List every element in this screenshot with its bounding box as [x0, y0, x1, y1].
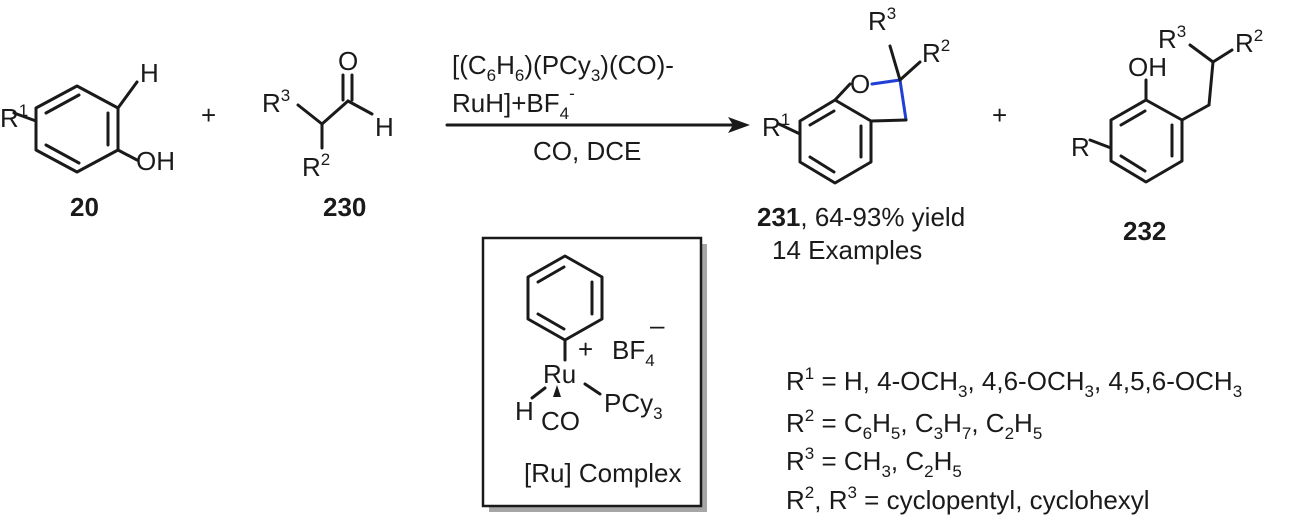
pcy3-label: PCy3 — [604, 388, 663, 423]
double-bond — [1119, 154, 1147, 173]
oh-label: OH — [1128, 52, 1167, 82]
r3-label: R3 — [868, 4, 896, 36]
compound-232-label: 232 — [1123, 216, 1166, 246]
double-bond — [536, 312, 566, 331]
c-c-bond — [296, 103, 324, 126]
double-bond — [808, 109, 836, 127]
examples-label: 14 Examples — [772, 235, 922, 265]
c-c-bond — [320, 99, 350, 126]
plus-sign: + — [201, 100, 216, 130]
carbonyl-o-label: O — [338, 46, 358, 76]
double-bond — [44, 93, 81, 115]
substituent-bond — [1088, 138, 1113, 150]
bf4-label: BF4 — [612, 335, 655, 370]
double-bond — [44, 143, 81, 165]
r2-label: R2 — [1235, 26, 1263, 58]
plus-sign: + — [992, 100, 1007, 130]
hydroxyl-label: OH — [136, 146, 175, 176]
conditions-line-3: CO, DCE — [533, 136, 641, 166]
ch-bond — [1207, 60, 1215, 107]
r1-label: R1 — [762, 110, 790, 142]
wedge-bond — [553, 385, 561, 397]
ru-complex-title: [Ru] Complex — [524, 458, 682, 488]
reaction-arrow-head — [728, 117, 750, 133]
c-r2-bond — [898, 60, 922, 82]
double-bond — [808, 155, 836, 174]
new-c-o-bond — [870, 78, 902, 86]
r3-definition: R3 = CH3, C2H5 — [786, 444, 962, 481]
compound-230-structure — [296, 73, 374, 150]
aldehyde-h-label: H — [375, 112, 394, 142]
carbonyl-label: CO — [541, 406, 580, 436]
ru-complex-structure — [526, 254, 604, 400]
compound-20-structure — [12, 80, 139, 174]
double-bond — [1119, 109, 1147, 127]
ch2-bond — [869, 118, 908, 123]
conditions-line-1: [(C6H6)(PCy3)(CO)- — [452, 50, 674, 85]
substituent-bond — [777, 122, 802, 136]
ru-metal-label: Ru — [543, 359, 576, 389]
bf4-minus: – — [650, 310, 665, 340]
plus-charge: + — [578, 334, 593, 364]
compound-232-structure — [1088, 43, 1234, 184]
r2-definition: R2 = C6H5, C3H7, C2H5 — [786, 406, 1042, 443]
compound-230-label: 230 — [323, 192, 366, 222]
c-o-bond — [116, 148, 139, 162]
r-label: R — [1071, 132, 1090, 162]
hydride-label: H — [515, 396, 534, 426]
r1-label: R1 — [0, 101, 28, 133]
r2-r3-definition: R2, R3 = cyclopentyl, cyclohexyl — [786, 483, 1150, 515]
r1-definition: R1 = H, 4-OCH3, 4,6-OCH3, 4,5,6-OCH3 — [786, 364, 1242, 401]
r2-label: R2 — [302, 150, 330, 182]
c-r3-bond — [1188, 43, 1215, 64]
ru-p-bond — [583, 382, 602, 396]
r3-label: R3 — [262, 86, 290, 118]
r2-label: R2 — [922, 36, 950, 68]
ch2-bond — [1180, 103, 1211, 122]
r3-label: R3 — [1158, 22, 1186, 54]
ortho-h-label: H — [140, 58, 159, 88]
c-r2-bond — [1211, 48, 1234, 64]
ru-h-bond — [530, 386, 547, 400]
c-r3-bond — [888, 44, 902, 82]
conditions-line-2: RuH]+BF4- — [452, 84, 575, 123]
compound-231-structure — [777, 44, 922, 185]
c-h-bond — [116, 80, 139, 110]
benzene-ring — [34, 84, 120, 174]
new-c-c-bond — [898, 78, 908, 122]
substituent-bond — [12, 111, 38, 123]
c-o-bond — [833, 82, 852, 102]
yield-label: 231, 64-93% yield — [757, 202, 965, 232]
double-bond — [536, 265, 566, 284]
c-h-bond — [346, 99, 374, 116]
ring-o-label: O — [850, 69, 870, 99]
compound-20-label: 20 — [70, 192, 99, 222]
